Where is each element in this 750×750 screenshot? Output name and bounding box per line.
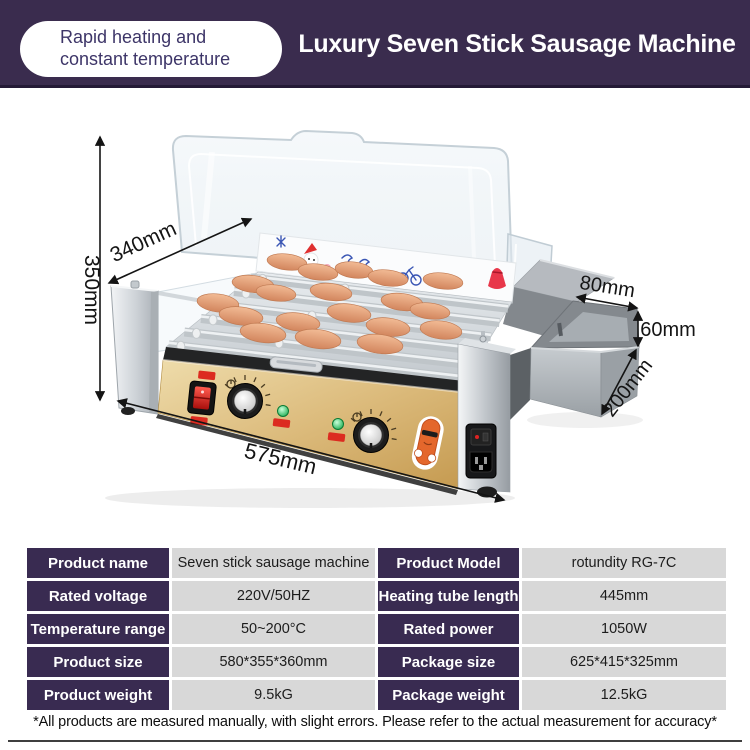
spec-label-cell: Product Model bbox=[378, 548, 519, 578]
footnote: *All products are measured manually, wit… bbox=[33, 714, 717, 730]
spec-value-cell: 580*355*360mm bbox=[172, 647, 375, 677]
spec-value-cell: Seven stick sausage machine bbox=[172, 548, 375, 578]
spec-value-cell: rotundity RG-7C bbox=[522, 548, 726, 578]
bottom-rule bbox=[8, 740, 742, 742]
dim-height-label: 350mm bbox=[80, 255, 103, 325]
spec-label-cell: Package weight bbox=[378, 680, 519, 710]
dim-depth-label: 340mm bbox=[107, 217, 180, 267]
left-side-panel bbox=[110, 280, 159, 415]
spec-value-cell: 445mm bbox=[522, 581, 726, 611]
dim-drawer-top-line bbox=[575, 293, 639, 312]
spec-label-cell: Heating tube length bbox=[378, 581, 519, 611]
spec-label-cell: Rated voltage bbox=[27, 581, 169, 611]
spec-label-cell: Package size bbox=[378, 647, 519, 677]
dim-drawer-depth-line bbox=[601, 348, 637, 416]
banner: Rapid heating and constant temperature L… bbox=[0, 0, 750, 88]
dim-width-line bbox=[116, 398, 506, 503]
feature-badge-line2: constant temperature bbox=[60, 49, 231, 69]
spec-label-cell: Product weight bbox=[27, 680, 169, 710]
dimension-annotations bbox=[94, 135, 644, 503]
dim-drawer-height-label: 60mm bbox=[640, 319, 696, 341]
tray-handle bbox=[269, 356, 323, 373]
spec-label-cell: Temperature range bbox=[27, 614, 169, 644]
feature-badge-line1: Rapid heating and bbox=[60, 27, 207, 48]
spec-value-cell: 9.5kG bbox=[172, 680, 375, 710]
spec-label-cell: Product size bbox=[27, 647, 169, 677]
spec-value-cell: 220V/50HZ bbox=[172, 581, 375, 611]
indicator-light-2 bbox=[332, 418, 344, 430]
dim-drawer-top-label: 80mm bbox=[578, 272, 636, 302]
indicator-light-1 bbox=[277, 405, 289, 417]
dim-depth-line bbox=[107, 217, 253, 285]
spec-value-cell: 1050W bbox=[522, 614, 726, 644]
spec-label-cell: Product name bbox=[27, 548, 169, 578]
spec-value-cell: 12.5kG bbox=[522, 680, 726, 710]
spec-value-cell: 625*415*325mm bbox=[522, 647, 726, 677]
spec-value-cell: 50~200°C bbox=[172, 614, 375, 644]
sausages bbox=[196, 253, 464, 355]
power-socket bbox=[465, 423, 497, 479]
front-rim bbox=[163, 347, 464, 394]
spec-label-cell: Rated power bbox=[378, 614, 519, 644]
right-side-column bbox=[457, 331, 516, 493]
page-title: Luxury Seven Stick Sausage Machine bbox=[298, 29, 736, 58]
feature-badge: Rapid heating and constant temperature bbox=[20, 21, 282, 77]
